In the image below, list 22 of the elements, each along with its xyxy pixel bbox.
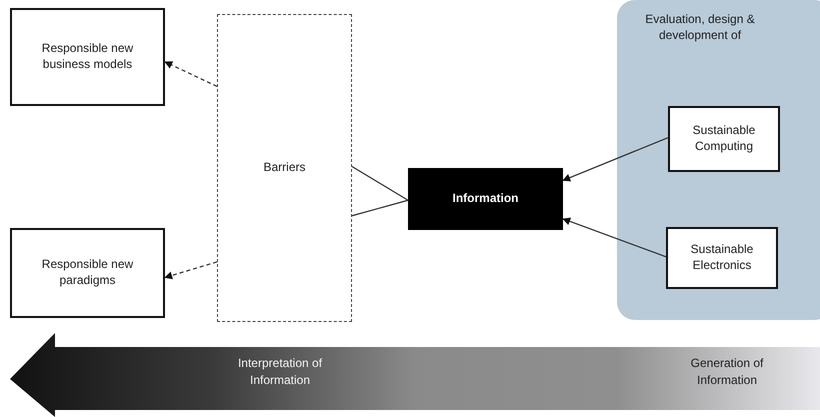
connector-line: [352, 166, 408, 201]
node-label: Information: [452, 191, 518, 207]
node-label: Barriers: [263, 160, 306, 176]
arrow: [562, 137, 668, 182]
node-label: Responsible new paradigms: [40, 257, 134, 289]
node-label: Responsible new business models: [40, 41, 134, 73]
information-box: [408, 168, 563, 230]
barrier-box: [217, 14, 352, 322]
node-label: Sustainable Electronics: [690, 242, 754, 274]
arrow: [164, 61, 218, 87]
process-box: [666, 227, 778, 289]
process-box: [10, 8, 165, 106]
connector-line: [352, 200, 408, 216]
process-box: [10, 228, 165, 318]
group-panel: [617, 0, 820, 320]
panel-heading: Evaluation, design & development of: [644, 12, 756, 44]
node-label: Sustainable Computing: [692, 123, 756, 155]
process-box: [668, 106, 780, 172]
arrow: [164, 261, 218, 280]
arrow: [562, 218, 666, 258]
arrow-label: Generation of Information: [690, 355, 764, 390]
arrow-label: Interpretation of Information: [236, 355, 324, 390]
